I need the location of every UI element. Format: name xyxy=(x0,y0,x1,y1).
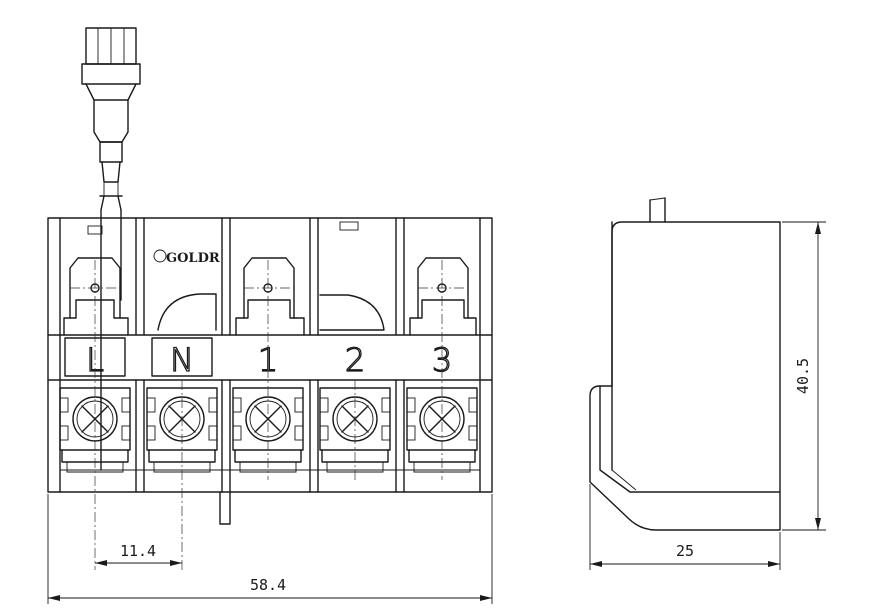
dimension-height: 40.5 xyxy=(782,221,826,531)
screw-housing-part xyxy=(121,397,131,413)
screw-housing-part xyxy=(208,425,218,441)
screw-housing-part xyxy=(146,397,156,413)
side-view xyxy=(589,197,781,531)
arch-2 xyxy=(319,294,385,331)
screw-housing-part xyxy=(59,397,69,413)
tab-terminal-1 xyxy=(235,257,305,336)
pitch-value: 11.4 xyxy=(120,542,156,560)
screw-housing-part xyxy=(468,397,478,413)
height-value: 40.5 xyxy=(794,358,812,394)
screw-housing-part xyxy=(121,425,131,441)
screw-housing-part xyxy=(59,425,69,441)
dimension-width: 58.4 xyxy=(47,494,493,604)
screw-housing-part xyxy=(406,425,416,441)
width-value: 58.4 xyxy=(250,576,286,594)
screw-terminals xyxy=(59,387,478,473)
screw-housing-part xyxy=(381,425,391,441)
brand-logo: GOLDR xyxy=(153,249,220,266)
dimension-pitch: 11.4 xyxy=(95,542,182,566)
screw-housing-part xyxy=(294,397,304,413)
screw-housing-part xyxy=(146,425,156,441)
wire-connector xyxy=(81,27,141,471)
terminal-label-box xyxy=(151,337,213,377)
screw-housing-part xyxy=(294,425,304,441)
screw-housing-part xyxy=(319,397,329,413)
screw-housing-part xyxy=(232,425,242,441)
screw-housing-part xyxy=(208,397,218,413)
terminal-label: 2 xyxy=(345,341,365,379)
terminal-label: N xyxy=(170,341,194,379)
depth-value: 25 xyxy=(676,542,694,560)
screw-housing-part xyxy=(381,397,391,413)
screw-housing-part xyxy=(319,425,329,441)
tab-terminal-3 xyxy=(409,257,477,336)
screw-housing-part xyxy=(232,397,242,413)
brand-text: GOLDR xyxy=(166,251,220,266)
tab-terminal-l xyxy=(63,257,129,336)
dimension-depth: 25 xyxy=(589,484,781,570)
screw-housing-part xyxy=(406,397,416,413)
screw-housing-part xyxy=(468,425,478,441)
arch-n xyxy=(157,293,217,331)
